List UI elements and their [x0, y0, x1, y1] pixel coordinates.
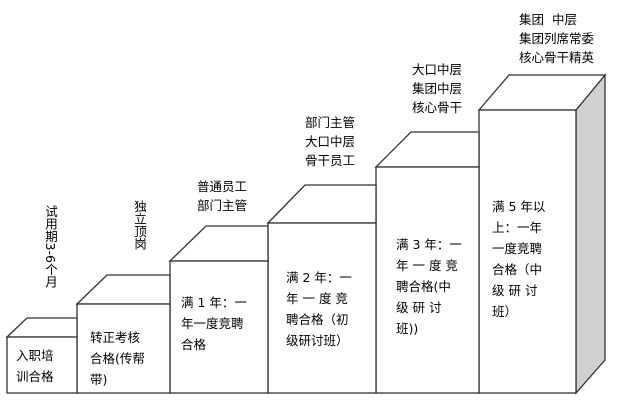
stage-6-label: 集团 中层 集团列席常委 核心骨干精英	[519, 12, 595, 65]
stage-5-label: 大口中层 集团中层 核心骨干	[412, 62, 463, 115]
stage-3-requirement: 满 1 年：一 年一度竞聘 合格	[181, 295, 247, 352]
stage-4-label: 部门主管 大口中层 骨干员工	[305, 115, 356, 168]
stage-2-requirement: 转正考核 合格(传帮 带)	[90, 330, 145, 387]
stage-4-requirement: 满 2 年：一 年 一 度 竞 聘合格（初 级研讨班）	[286, 270, 352, 348]
step-1-top	[5, 317, 78, 338]
step-1-front	[6, 336, 78, 394]
stage-5-requirement: 满 3 年：一 年 一 度 竞 聘合格(中 级 研 讨 班))	[396, 237, 462, 336]
stage-1-label: 试用期3-6个月	[43, 205, 58, 288]
step-3-top	[168, 225, 269, 262]
stage-2-label: 独立顶岗	[132, 200, 147, 250]
step-3-front	[169, 260, 269, 394]
stage-3-label: 普通员工 部门主管	[197, 179, 248, 213]
step-5-top	[374, 131, 480, 168]
step-6-side	[575, 73, 606, 395]
stage-6-requirement: 满 5 年以 上：一年 一度竞聘 合格（中 级 研 讨 班）	[492, 199, 546, 319]
step-2-front	[76, 303, 171, 394]
step-5-front	[375, 166, 480, 394]
step-4-top	[266, 184, 377, 224]
step-2-top	[75, 274, 171, 305]
step-6-front	[478, 109, 577, 394]
stage-1-requirement: 入职培 训合格	[16, 348, 54, 384]
